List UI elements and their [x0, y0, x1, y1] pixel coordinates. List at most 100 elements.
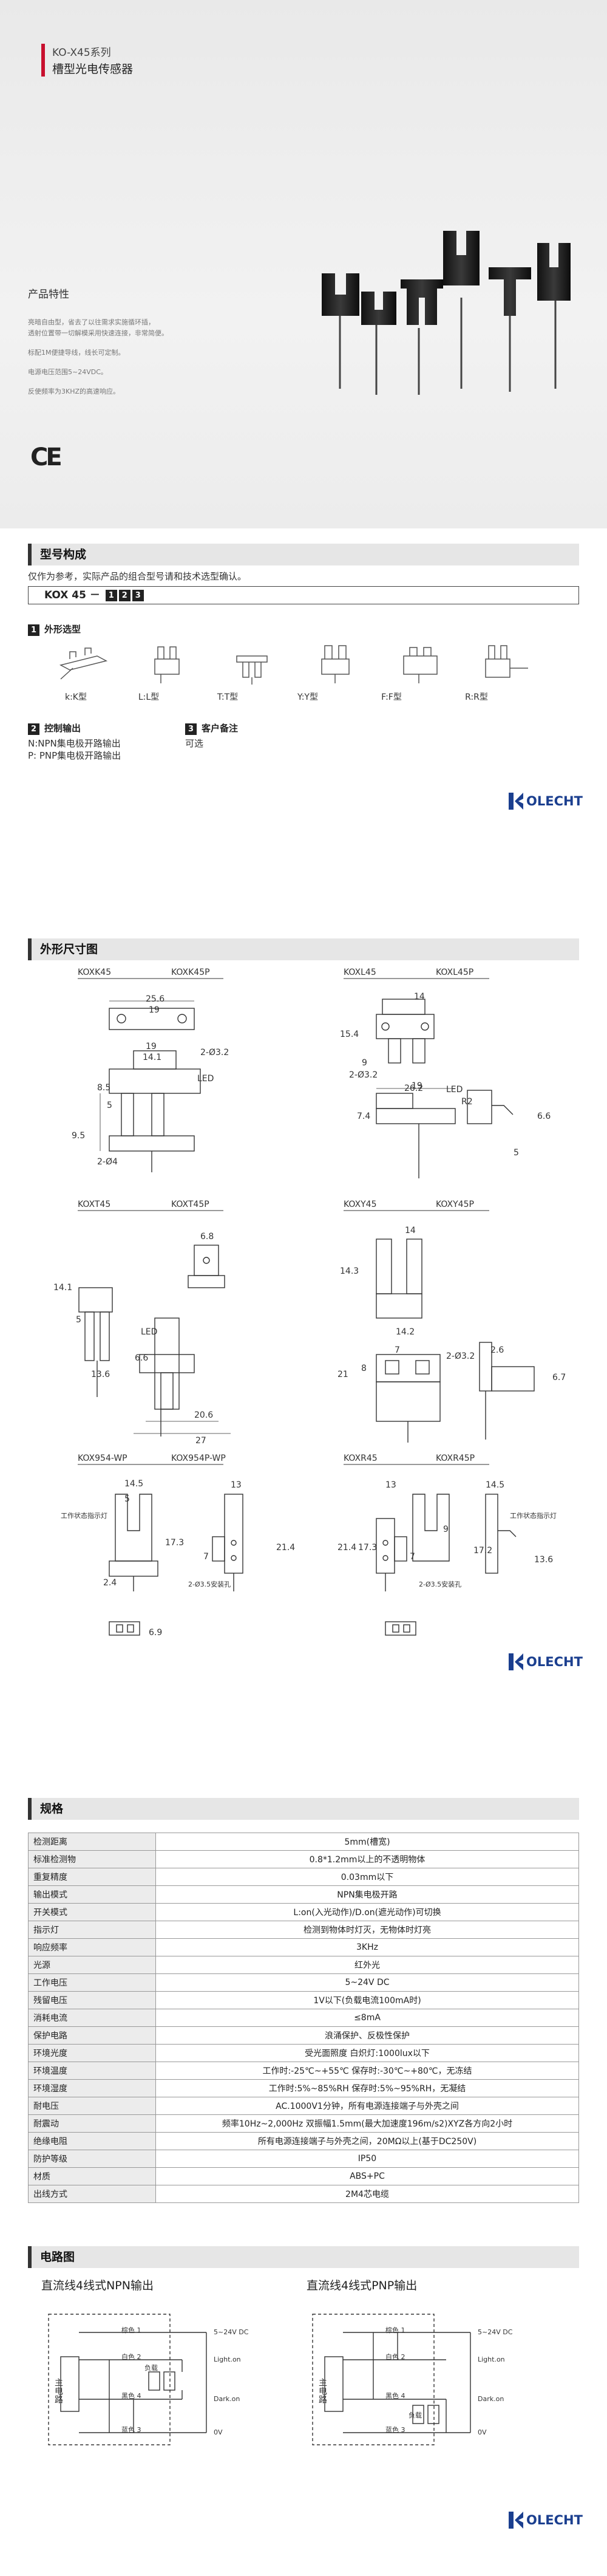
light-on-label: Light.on [478, 2356, 505, 2363]
spec-value: 2M4芯电缆 [155, 2185, 579, 2203]
shape-title: 外形选型 [44, 624, 81, 635]
wire-blue: 蓝色 3 [385, 2426, 405, 2434]
dim-value: 8 [361, 1364, 367, 1373]
feature-item: 标配1M便捷导线，线长可定制。 [28, 349, 125, 357]
dim-value: 9 [362, 1058, 367, 1068]
product-name: 槽型光电传感器 [52, 63, 134, 76]
spec-key: 保护电路 [28, 2026, 156, 2045]
spec-key: 材质 [28, 2167, 156, 2185]
spec-value: AC.1000V1分钟，所有电源连接端子与外壳之间 [155, 2097, 579, 2115]
spec-key: 指示灯 [28, 1921, 156, 1939]
dim-value: 2-Ø3.2 [349, 1070, 378, 1080]
model-label: KOXR45 [344, 1454, 378, 1463]
dim-value: 27 [195, 1436, 206, 1446]
spec-row: 光源红外光 [28, 1956, 579, 1974]
dim-value: 13 [385, 1480, 396, 1490]
main-circuit-label: 主电路 [53, 2378, 63, 2403]
spec-row: 保护电路浪涌保护、反极性保护 [28, 2026, 579, 2045]
dim-value: 21.4 [276, 1543, 296, 1553]
dim-value: 5 [514, 1148, 519, 1158]
spec-key: 开关模式 [28, 1903, 156, 1921]
spec-key: 输出模式 [28, 1885, 156, 1904]
dim-value: 7.4 [357, 1112, 371, 1121]
ce-mark: CE [30, 443, 63, 471]
dim-value: 2-Ø3.2 [446, 1351, 475, 1361]
dim-value: 20.6 [194, 1410, 214, 1420]
dim-value: 9.5 [72, 1131, 86, 1141]
dim-value: 6.7 [552, 1373, 566, 1382]
spec-key: 残留电压 [28, 1991, 156, 2009]
spec-value: 频率10Hz~2,000Hz 双振幅1.5mm(最大加速度196m/s2)XYZ… [155, 2114, 579, 2133]
shape-label-f: F:F型 [381, 692, 402, 702]
spec-value: NPN集电极开路 [155, 1885, 579, 1904]
output-line: P: PNP集电极开路输出 [28, 750, 121, 761]
spec-value: 3KHz [155, 1938, 579, 1956]
spec-row: 环境湿度工作时:5%~85%RH 保存时:5%~95%RH，无凝结 [28, 2079, 579, 2097]
wire-brown: 棕色 1 [385, 2326, 405, 2334]
spec-key: 消耗电流 [28, 2009, 156, 2027]
code-num: 2 [118, 590, 131, 601]
code-num: 3 [132, 590, 144, 601]
dim-value: 21 [337, 1370, 348, 1379]
dim-value: 14.1 [143, 1053, 162, 1062]
spec-key: 标准检测物 [28, 1850, 156, 1868]
model-label: KOXL45P [436, 968, 474, 977]
divider [344, 978, 489, 979]
dim-value: 工作状态指示灯 [61, 1512, 107, 1520]
dim-value: LED [446, 1085, 463, 1095]
model-note: 仅作为参考，实际产品的组合型号请和技术选型确认。 [28, 571, 247, 582]
spec-key: 防护等级 [28, 2150, 156, 2168]
output-title: 控制输出 [44, 723, 81, 734]
spec-value: ABS+PC [155, 2167, 579, 2185]
product-photo [322, 231, 571, 395]
dim-value: 17.2 [473, 1546, 493, 1556]
dim-value: 2-Ø4 [97, 1157, 118, 1167]
wire-brown: 棕色 1 [121, 2326, 141, 2334]
model-label: KOXY45P [436, 1200, 474, 1209]
dim-value: 25.6 [146, 994, 165, 1004]
brand-logo: OLECHT [509, 2512, 583, 2529]
custom-num: 3 [185, 723, 197, 735]
brand-mark-icon [509, 1653, 523, 1670]
model-label: KOXR45P [436, 1454, 475, 1463]
divider [78, 1464, 223, 1465]
dim-value: R2 [461, 1097, 473, 1107]
output-line: N:NPN集电极开路输出 [28, 738, 121, 749]
dim-value: 7 [410, 1552, 415, 1562]
shape-label-k: k:K型 [64, 692, 87, 702]
model-label: KOXK45P [171, 968, 210, 977]
circuit-section-title: 电路图 [28, 2246, 579, 2268]
divider [344, 1210, 489, 1211]
shape-label-t: T:T型 [217, 692, 239, 702]
dim-value: 15.4 [340, 1030, 359, 1039]
brand-mark-icon [509, 793, 523, 810]
brand-text: OLECHT [526, 1655, 583, 1669]
load-label: 负载 [144, 2364, 158, 2372]
brand-logo: OLECHT [509, 793, 583, 810]
dim-value: 2-Ø3.5安装孔 [419, 1580, 462, 1588]
dim-value: 14.2 [396, 1327, 415, 1337]
spec-key: 耐震动 [28, 2114, 156, 2133]
spec-key: 环境光度 [28, 2044, 156, 2062]
feature-item: 反使频率为3KHZ的高速响应。 [28, 388, 120, 395]
spec-value: ≤8mA [155, 2009, 579, 2027]
dim-value: 8.5 [97, 1083, 111, 1093]
dim-value: 5 [124, 1494, 130, 1504]
drawing-r [376, 1494, 517, 1636]
dim-value: 14.1 [53, 1283, 73, 1293]
model-label: KOXT45 [78, 1200, 111, 1209]
dim-value: 19 [146, 1042, 157, 1051]
spec-row: 绝缘电阻所有电源连接端子与外壳之间，20MΩ以上(基于DC250V) [28, 2132, 579, 2150]
dim-value: 21.4 [337, 1543, 357, 1553]
brand-text: OLECHT [526, 794, 583, 808]
spec-key: 光源 [28, 1956, 156, 1974]
shape-label-l: L:L型 [138, 692, 160, 702]
